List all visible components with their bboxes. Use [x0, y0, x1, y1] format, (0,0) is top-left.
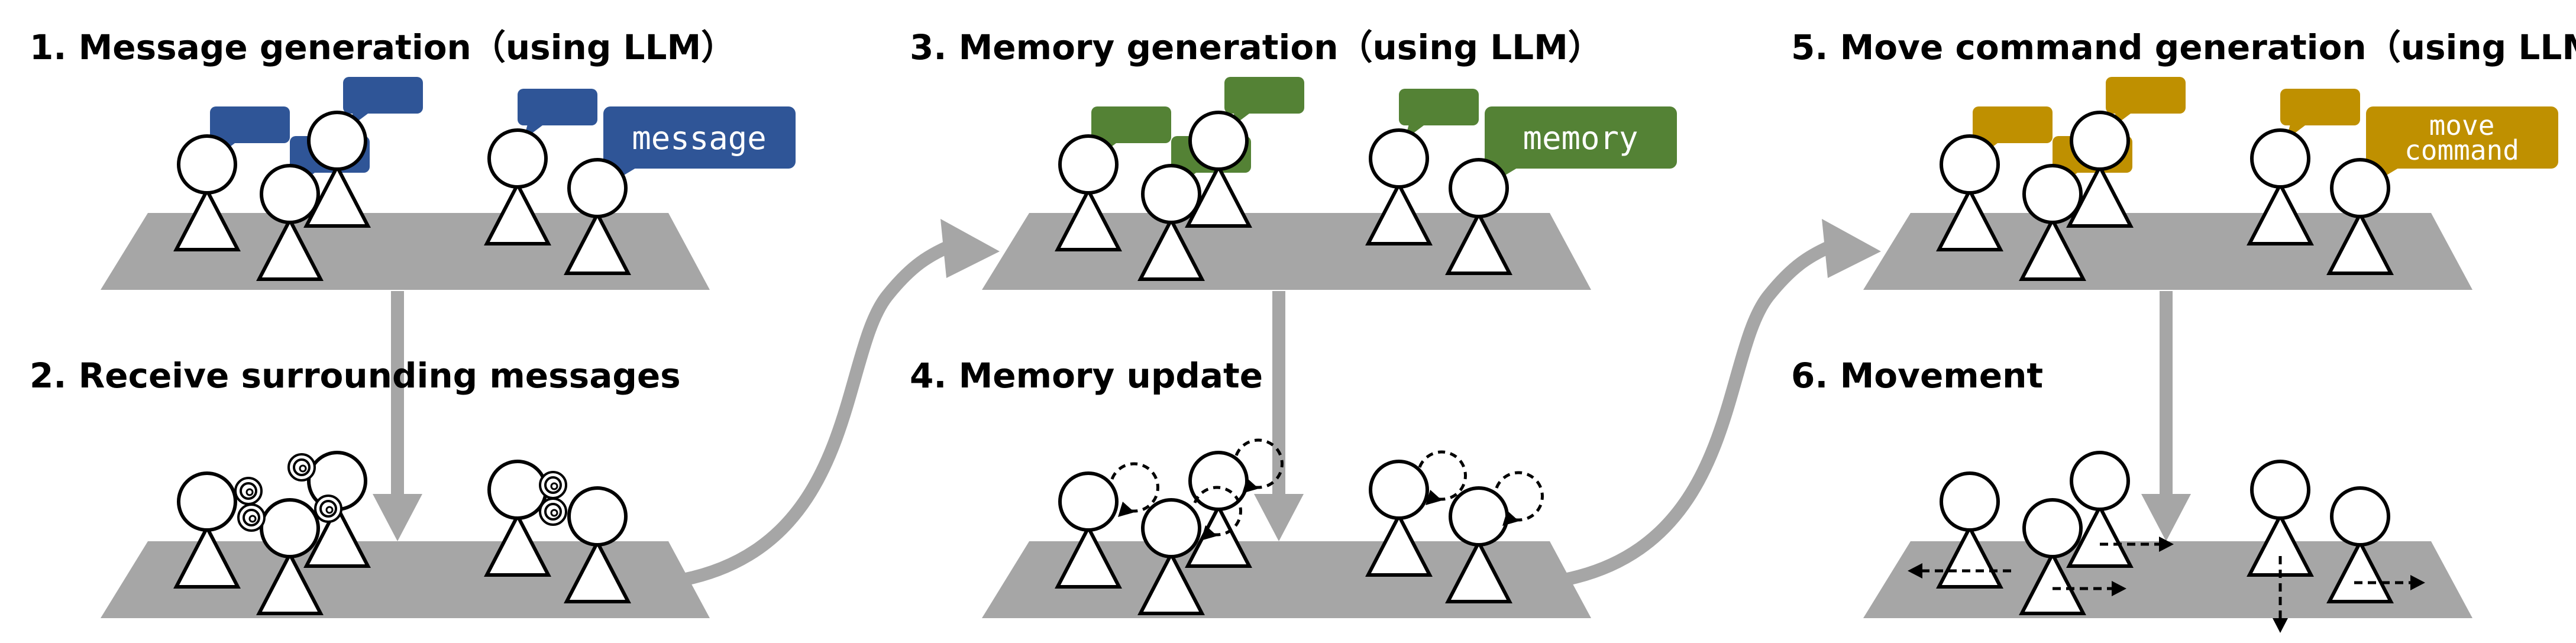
move-command-label-line2: command: [2404, 134, 2519, 166]
agent: [2069, 453, 2131, 566]
message-label: message: [632, 119, 767, 157]
agent: [1368, 130, 1430, 244]
step-4-title: 4. Memory update: [910, 356, 1263, 396]
ear-icon: [234, 477, 263, 505]
step-3-panel: 3. Memory generation（using LLM） memory: [910, 27, 1677, 290]
agent: [176, 473, 238, 587]
agent: [1368, 461, 1430, 575]
flow-arrow-curve: [1563, 236, 1843, 586]
ear-icon: [237, 503, 266, 532]
step-2-panel: 2. Receive surrounding messages: [30, 356, 710, 618]
ear-icon: [539, 471, 567, 499]
agent: [176, 136, 238, 250]
step-6-title: 6. Movement: [1791, 356, 2043, 396]
move-command-bubble-large: move command: [2363, 106, 2558, 189]
ear-icon: [314, 495, 342, 523]
memory-bubble-large: memory: [1482, 106, 1677, 189]
ear-icon: [287, 453, 316, 482]
step-5-panel: 5. Move command generation（using LLM） mo…: [1791, 27, 2576, 290]
movement-arrowheads: [1908, 537, 2425, 633]
flow-arrowhead: [1254, 494, 1304, 541]
platform-3: [982, 213, 1591, 290]
step-5-title: 5. Move command generation（using LLM）: [1791, 27, 2576, 67]
agent: [1939, 136, 2000, 250]
agent: [2249, 130, 2311, 244]
step-2-title: 2. Receive surrounding messages: [30, 356, 681, 396]
move-command-label-line1: move: [2429, 109, 2495, 141]
platform-2: [101, 541, 710, 618]
step-1-panel: 1. Message generation（using LLM） message: [30, 27, 796, 290]
step-3-title: 3. Memory generation（using LLM）: [910, 27, 1602, 67]
memory-label: memory: [1523, 119, 1638, 157]
platform-1: [101, 213, 710, 290]
platform-5: [1863, 213, 2472, 290]
movement-arrows: [1916, 542, 2416, 624]
ear-icon: [539, 497, 567, 526]
flow-arrowhead: [373, 494, 422, 541]
message-bubble-large: message: [600, 106, 796, 189]
agent: [1058, 473, 1119, 587]
flow-arrow-curve: [681, 236, 961, 586]
flow-arrowhead: [1822, 219, 1881, 278]
flow-arrowhead: [2141, 494, 2191, 541]
agent: [487, 461, 548, 575]
platform-4: [982, 541, 1591, 618]
step-4-panel: 4. Memory update: [910, 356, 1591, 618]
step-6-panel: 6. Movement: [1791, 356, 2472, 633]
flow-arrowhead: [940, 219, 1000, 278]
platform-6: [1863, 541, 2472, 618]
step-1-title: 1. Message generation（using LLM）: [30, 27, 735, 67]
agent: [487, 130, 548, 244]
agent: [1058, 136, 1119, 250]
